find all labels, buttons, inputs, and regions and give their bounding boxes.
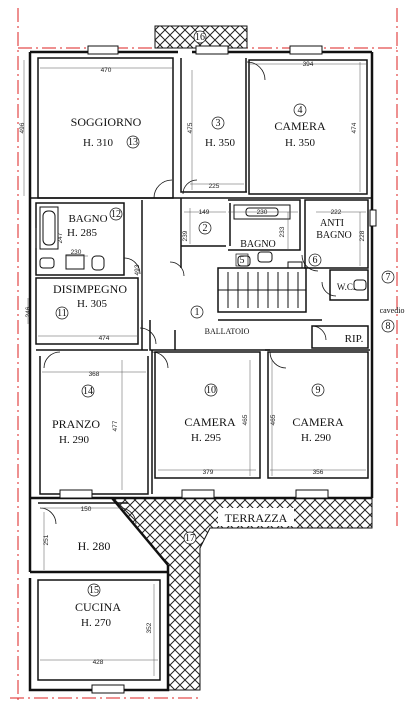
dimension-lines xyxy=(23,60,366,676)
interior-walls xyxy=(30,57,372,681)
room2-num: 2 xyxy=(203,223,208,234)
soggiorno-depth: 496 xyxy=(19,122,26,133)
terrazza-label-bg xyxy=(218,508,294,526)
camera9-height: H. 290 xyxy=(301,432,331,444)
camera9-depth: 465 xyxy=(270,414,277,425)
pranzo-name: PRANZO xyxy=(52,417,100,431)
camera10-num: 10 xyxy=(206,385,216,396)
ballatoio-name: BALLATOIO xyxy=(205,327,250,336)
cucina-height: H. 270 xyxy=(81,617,111,629)
bagno12-num: 12 xyxy=(111,209,121,220)
balcony16-num: 16 xyxy=(195,32,205,43)
room2-num-circle xyxy=(198,221,212,235)
bagno12-height: H. 285 xyxy=(67,227,97,239)
ballatoio-num: 1 xyxy=(195,307,200,318)
disimpegno-depth: 493 xyxy=(134,264,141,275)
antibagno-name2: BAGNO xyxy=(316,230,352,241)
disimpegno-width: 474 xyxy=(99,335,110,342)
disimpegno-num-circle xyxy=(55,306,69,320)
bagno5-num: 5 xyxy=(240,255,245,266)
bagno12-depth: 247 xyxy=(57,232,64,243)
camera9-num-circle xyxy=(311,383,325,397)
camera4-num: 4 xyxy=(298,105,303,116)
antibagno-num-circle xyxy=(308,253,322,267)
bagno5-depth: 233 xyxy=(279,226,286,237)
camera4-height: H. 350 xyxy=(285,137,315,149)
camera9-width: 356 xyxy=(313,469,324,476)
camera4-width: 394 xyxy=(303,61,314,68)
disimpegno-name: DISIMPEGNO xyxy=(53,282,127,296)
cucina-name: CUCINA xyxy=(75,600,121,614)
room2-depth: 239 xyxy=(182,230,189,241)
pranzo-width: 368 xyxy=(89,371,100,378)
camera4-name: CAMERA xyxy=(274,119,326,133)
soggiorno-height: H. 310 xyxy=(83,137,113,149)
soggiorno-num-circle xyxy=(126,135,140,149)
camera10-depth: 465 xyxy=(242,414,249,425)
room3-num: 3 xyxy=(216,118,221,129)
camera10-name: CAMERA xyxy=(184,415,236,429)
soggiorno-num: 13 xyxy=(128,137,138,148)
antibagno-name1: ANTI xyxy=(320,218,344,229)
staircase xyxy=(218,272,306,308)
cavedio-num-circle xyxy=(381,319,395,333)
terrazza-num-circle xyxy=(183,531,197,545)
cucina-depth: 352 xyxy=(146,622,153,633)
camera10-width: 379 xyxy=(203,469,214,476)
antibagno-width: 222 xyxy=(331,209,342,216)
camera4-num-circle xyxy=(293,103,307,117)
rip-name: RIP. xyxy=(345,333,364,345)
antibagno-num: 6 xyxy=(313,255,318,266)
ballatoio-num-circle xyxy=(190,305,204,319)
cucina-num-circle xyxy=(87,583,101,597)
room280-height: H. 280 xyxy=(78,539,111,553)
camera9-name: CAMERA xyxy=(292,415,344,429)
cucina-num: 15 xyxy=(89,585,99,596)
disimpegno-depth2: 246 xyxy=(25,306,32,317)
cavedio-num: 8 xyxy=(386,321,391,332)
walls xyxy=(28,50,374,692)
terrazza-area xyxy=(110,497,373,691)
disimpegno-height: H. 305 xyxy=(77,298,107,310)
cucina-width: 428 xyxy=(93,659,104,666)
door-swings xyxy=(39,61,337,525)
wc-name: W.C. xyxy=(337,282,355,292)
room2-width: 149 xyxy=(199,209,210,216)
balcony16-num-circle xyxy=(193,30,207,44)
pranzo-num: 14 xyxy=(83,386,93,397)
room3-num-circle xyxy=(211,116,225,130)
antibagno-depth: 228 xyxy=(359,230,366,241)
room3-width: 225 xyxy=(209,183,220,190)
pranzo-num-circle xyxy=(81,384,95,398)
cavedio-name: cavedio xyxy=(380,306,405,315)
room3-height: H. 350 xyxy=(205,137,235,149)
windows xyxy=(59,45,377,694)
terrazza-name: TERRAZZA xyxy=(225,511,288,525)
room280-width: 150 xyxy=(81,506,92,513)
camera9-num: 9 xyxy=(316,385,321,396)
bagno5-num-box xyxy=(235,253,249,267)
bagno12-width: 230 xyxy=(71,249,82,256)
bagno5-name: BAGNO xyxy=(240,239,276,250)
property-boundary xyxy=(10,8,398,700)
pranzo-depth: 477 xyxy=(112,420,119,431)
camera10-num-circle xyxy=(204,383,218,397)
wc-num: 7 xyxy=(386,272,391,283)
bagno12-num-circle xyxy=(109,207,123,221)
camera10-height: H. 295 xyxy=(191,432,221,444)
disimpegno-num: 11 xyxy=(57,308,67,319)
wc-num-circle xyxy=(381,270,395,284)
soggiorno-name: SOGGIORNO xyxy=(71,115,142,129)
terrazza-num: 17 xyxy=(185,533,195,544)
room3-depth: 475 xyxy=(187,122,194,133)
pranzo-height: H. 290 xyxy=(59,434,89,446)
bagno12-name: BAGNO xyxy=(68,213,107,225)
bagno5-width: 230 xyxy=(257,209,268,216)
soggiorno-width: 470 xyxy=(101,67,112,74)
room280-depth: 251 xyxy=(43,534,50,545)
camera4-depth: 474 xyxy=(351,122,358,133)
